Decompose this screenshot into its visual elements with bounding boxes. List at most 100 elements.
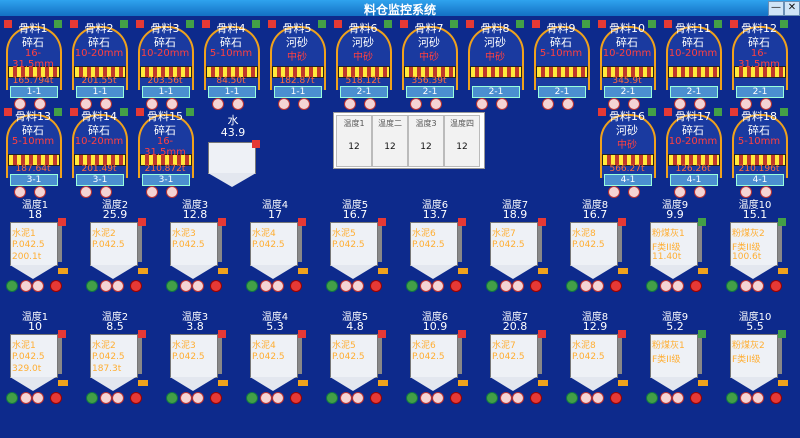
tank-tanks_row1-3[interactable]: 温度3 12.8 水泥3 P.042.5 xyxy=(164,196,228,292)
valve-dot[interactable] xyxy=(432,392,444,404)
valve-dot[interactable] xyxy=(20,280,32,292)
valve-dot[interactable] xyxy=(352,280,364,292)
valve-dot[interactable] xyxy=(672,280,684,292)
valve-dot[interactable] xyxy=(672,392,684,404)
valve-dot[interactable] xyxy=(430,98,442,110)
valve-dot[interactable] xyxy=(740,280,752,292)
valve-dot[interactable] xyxy=(628,98,640,110)
valve-dot[interactable] xyxy=(80,186,92,198)
valve-dot[interactable] xyxy=(608,186,620,198)
silo-gate[interactable]: 2-1 xyxy=(670,86,718,98)
close-button[interactable]: ✕ xyxy=(784,1,800,16)
silo-gate[interactable]: 1-1 xyxy=(10,86,58,98)
valve-dot[interactable] xyxy=(180,392,192,404)
valve-dot[interactable] xyxy=(100,392,112,404)
silo-1[interactable]: 骨料1 碎石 16-31.5mm 165.794t 1-1 xyxy=(4,18,62,110)
valve-dot[interactable] xyxy=(592,392,604,404)
valve-dot[interactable] xyxy=(694,98,706,110)
silo-gate[interactable]: 4-1 xyxy=(736,174,784,186)
silo-6[interactable]: 骨料6 河砂 中砂 518.12t 2-1 xyxy=(334,18,392,110)
valve-dot[interactable] xyxy=(146,186,158,198)
valve-dot[interactable] xyxy=(760,98,772,110)
valve-dot[interactable] xyxy=(628,186,640,198)
tank-tanks_row2-4[interactable]: 温度4 5.3 水泥4 P.042.5 xyxy=(244,308,308,404)
valve-dot[interactable] xyxy=(32,392,44,404)
silo-gate[interactable]: 4-1 xyxy=(670,174,718,186)
valve-dot[interactable] xyxy=(166,186,178,198)
valve-dot[interactable] xyxy=(272,392,284,404)
silo-18[interactable]: 骨料18 碎石 5-10mm 210.196t 4-1 xyxy=(730,106,788,198)
silo-17[interactable]: 骨料17 碎石 10-20mm 126.26t 4-1 xyxy=(664,106,722,198)
valve-dot[interactable] xyxy=(752,392,764,404)
tank-tanks_row1-7[interactable]: 温度7 18.9 水泥7 P.042.5 xyxy=(484,196,548,292)
valve-dot[interactable] xyxy=(674,186,686,198)
valve-dot[interactable] xyxy=(212,98,224,110)
tank-tanks_row1-8[interactable]: 温度8 16.7 水泥8 P.042.5 xyxy=(564,196,628,292)
silo-5[interactable]: 骨料5 河砂 中砂 182.87t 1-1 xyxy=(268,18,326,110)
silo-10[interactable]: 骨料10 碎石 10-20mm 345.9t 2-1 xyxy=(598,18,656,110)
silo-2[interactable]: 骨料2 碎石 10-20mm 201.55t 1-1 xyxy=(70,18,128,110)
valve-dot[interactable] xyxy=(20,392,32,404)
silo-13[interactable]: 骨料13 碎石 5-10mm 187.64t 3-1 xyxy=(4,106,62,198)
tank-tanks_row1-2[interactable]: 温度2 25.9 水泥2 P.042.5 xyxy=(84,196,148,292)
silo-gate[interactable]: 3-1 xyxy=(76,174,124,186)
valve-dot[interactable] xyxy=(232,98,244,110)
valve-dot[interactable] xyxy=(500,280,512,292)
valve-dot[interactable] xyxy=(34,186,46,198)
tank-tanks_row1-6[interactable]: 温度6 13.7 水泥6 P.042.5 xyxy=(404,196,468,292)
tank-tanks_row1-5[interactable]: 温度5 16.7 水泥5 P.042.5 xyxy=(324,196,388,292)
tank-tanks_row2-2[interactable]: 温度2 8.5 水泥2 P.042.5 187.3t xyxy=(84,308,148,404)
valve-dot[interactable] xyxy=(694,186,706,198)
valve-dot[interactable] xyxy=(272,280,284,292)
valve-dot[interactable] xyxy=(740,98,752,110)
tank-tanks_row1-10[interactable]: 温度10 15.1 粉煤灰2 F类II级 100.6t xyxy=(724,196,788,292)
silo-14[interactable]: 骨料14 碎石 10-20mm 201.49t 3-1 xyxy=(70,106,128,198)
valve-dot[interactable] xyxy=(760,186,772,198)
valve-dot[interactable] xyxy=(592,280,604,292)
silo-gate[interactable]: 1-1 xyxy=(274,86,322,98)
valve-dot[interactable] xyxy=(740,186,752,198)
silo-3[interactable]: 骨料3 碎石 10-20mm 203.56t 1-1 xyxy=(136,18,194,110)
silo-8[interactable]: 骨料8 河砂 中砂 2-1 xyxy=(466,18,524,110)
silo-4[interactable]: 骨料4 碎石 5-10mm 84.50t 1-1 xyxy=(202,18,260,110)
valve-dot[interactable] xyxy=(580,280,592,292)
valve-dot[interactable] xyxy=(180,280,192,292)
valve-dot[interactable] xyxy=(260,392,272,404)
silo-gate[interactable]: 2-1 xyxy=(472,86,520,98)
valve-dot[interactable] xyxy=(34,98,46,110)
valve-dot[interactable] xyxy=(660,392,672,404)
minimize-button[interactable]: — xyxy=(768,1,784,16)
valve-dot[interactable] xyxy=(100,98,112,110)
valve-dot[interactable] xyxy=(278,98,290,110)
silo-gate[interactable]: 3-1 xyxy=(10,174,58,186)
valve-dot[interactable] xyxy=(476,98,488,110)
silo-gate[interactable]: 1-1 xyxy=(76,86,124,98)
tank-tanks_row2-7[interactable]: 温度7 20.8 水泥7 P.042.5 xyxy=(484,308,548,404)
valve-dot[interactable] xyxy=(340,392,352,404)
tank-tanks_row2-6[interactable]: 温度6 10.9 水泥6 P.042.5 xyxy=(404,308,468,404)
tank-tanks_row1-4[interactable]: 温度4 17 水泥4 P.042.5 xyxy=(244,196,308,292)
silo-7[interactable]: 骨料7 河砂 中砂 356.39t 2-1 xyxy=(400,18,458,110)
valve-dot[interactable] xyxy=(14,186,26,198)
valve-dot[interactable] xyxy=(608,98,620,110)
tank-tanks_row1-9[interactable]: 温度9 9.9 粉煤灰1 F类II级 11.40t xyxy=(644,196,708,292)
silo-gate[interactable]: 1-1 xyxy=(142,86,190,98)
tank-tanks_row2-1[interactable]: 温度1 10 水泥1 P.042.5 329.0t xyxy=(4,308,68,404)
valve-dot[interactable] xyxy=(112,392,124,404)
silo-gate[interactable]: 2-1 xyxy=(538,86,586,98)
silo-gate[interactable]: 2-1 xyxy=(340,86,388,98)
tank-tanks_row2-8[interactable]: 温度8 12.9 水泥8 P.042.5 xyxy=(564,308,628,404)
valve-dot[interactable] xyxy=(562,98,574,110)
valve-dot[interactable] xyxy=(500,392,512,404)
tank-tanks_row2-3[interactable]: 温度3 3.8 水泥3 P.042.5 xyxy=(164,308,228,404)
valve-dot[interactable] xyxy=(192,280,204,292)
valve-dot[interactable] xyxy=(80,98,92,110)
silo-15[interactable]: 骨料15 碎石 16-31.5mm 210.872t 3-1 xyxy=(136,106,194,198)
valve-dot[interactable] xyxy=(166,98,178,110)
valve-dot[interactable] xyxy=(112,280,124,292)
valve-dot[interactable] xyxy=(420,280,432,292)
silo-gate[interactable]: 2-1 xyxy=(604,86,652,98)
valve-dot[interactable] xyxy=(660,280,672,292)
valve-dot[interactable] xyxy=(740,392,752,404)
valve-dot[interactable] xyxy=(14,98,26,110)
